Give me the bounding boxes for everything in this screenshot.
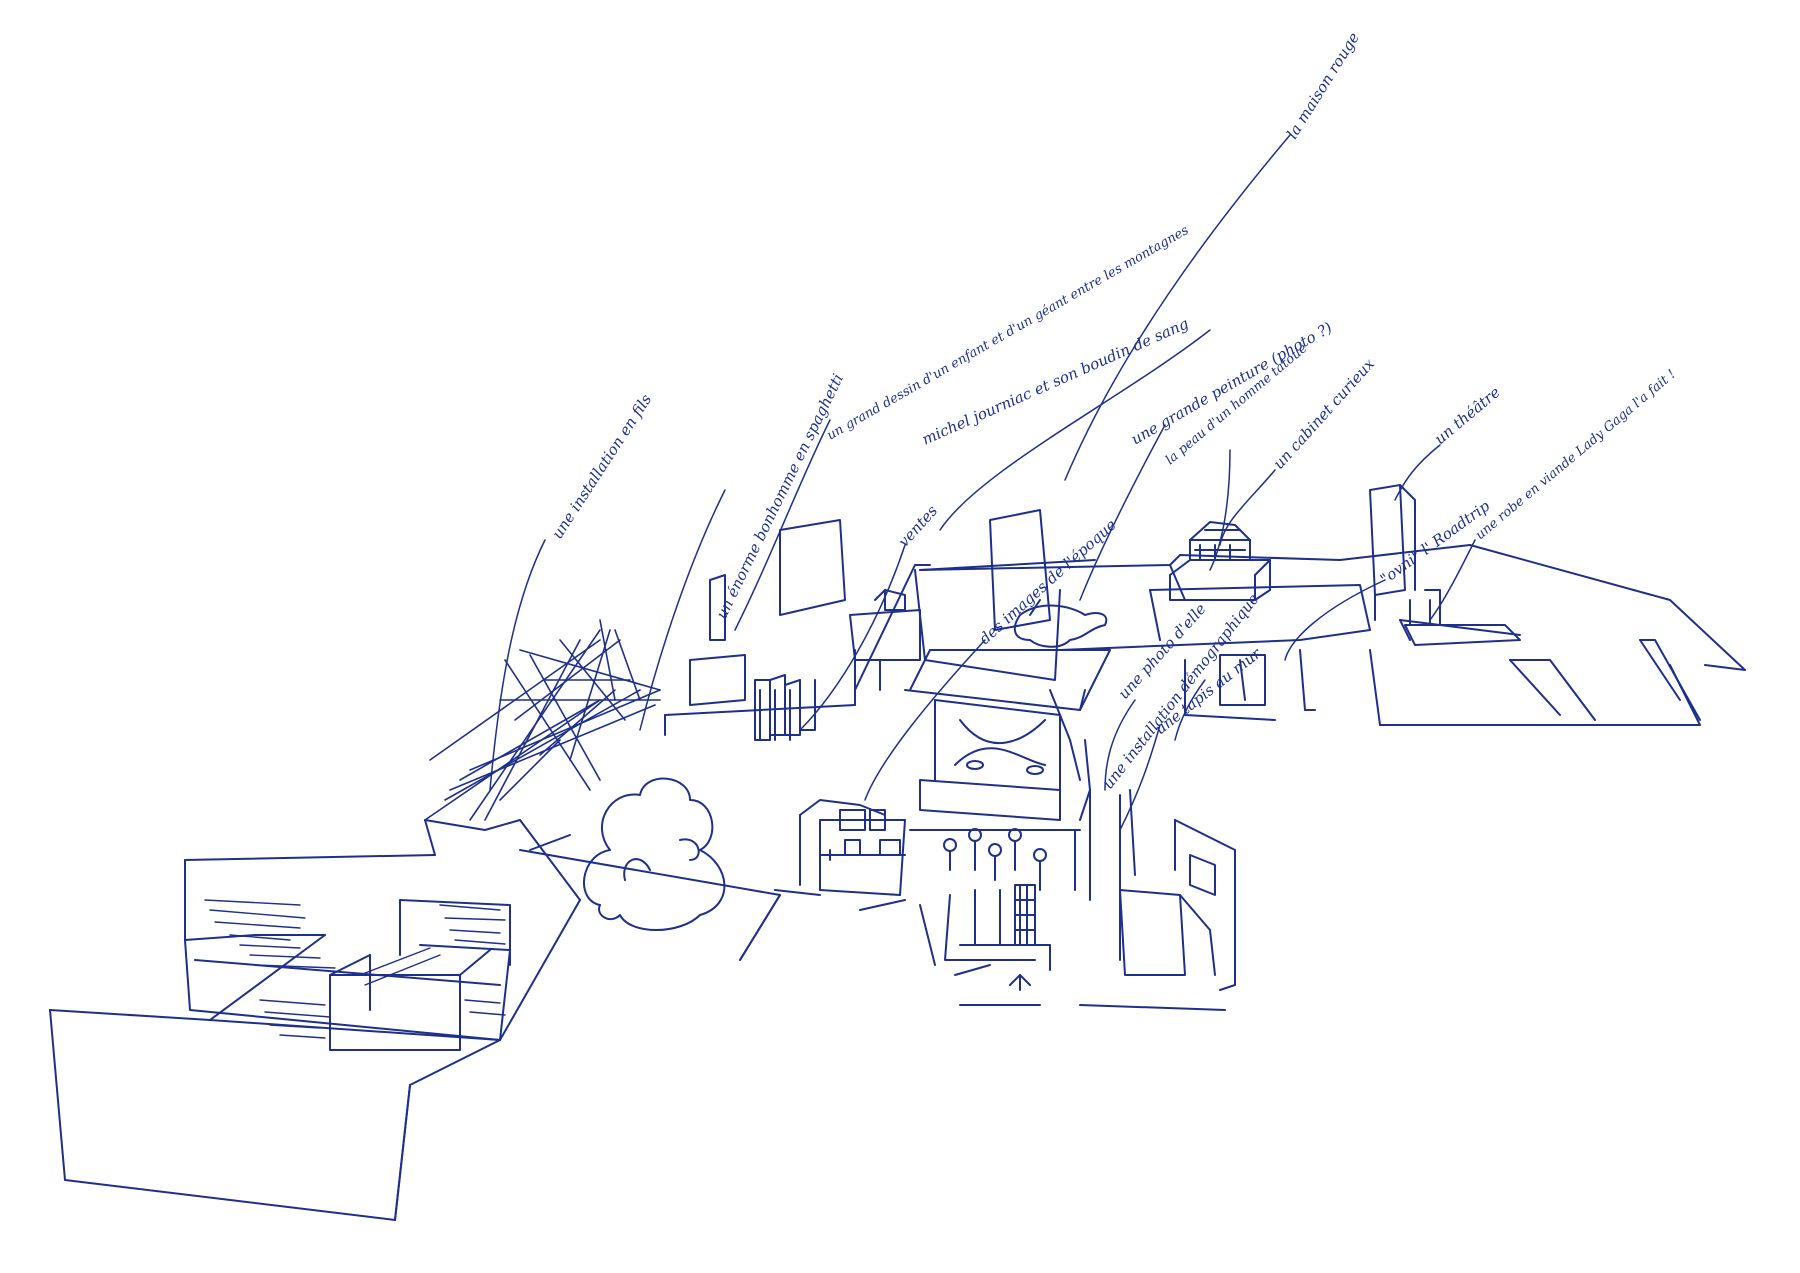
right-back-walls [1184, 649, 1316, 721]
tattooed-skin [1013, 599, 1108, 648]
front-platform [49, 934, 501, 1221]
right-lower-room [1079, 789, 1236, 1011]
leader-lines [489, 134, 1476, 831]
shop-area [774, 799, 906, 896]
label-robe-lady-gaga: une robe en viande Lady Gaga l'a fait ! [1473, 367, 1679, 543]
label-ventes: ventes [895, 502, 942, 551]
central-structure [904, 509, 1111, 901]
entrance-corridor [944, 884, 1051, 1006]
label-installation-fils: une installation en fils [548, 391, 655, 543]
right-floor [1339, 544, 1746, 726]
floor-edge [519, 849, 781, 961]
theatre-box [1369, 484, 1416, 621]
meat-dress-display [1404, 589, 1521, 646]
label-theatre: un théâtre [1431, 383, 1504, 448]
thread-installation [424, 619, 661, 821]
cabinet-house [1169, 521, 1271, 601]
left-wall [184, 819, 581, 1041]
front-floor-lines [739, 894, 936, 966]
ventes-stall [849, 589, 921, 691]
label-photo-elle: une photo d'elle [1115, 600, 1210, 703]
back-platform [919, 554, 1371, 651]
back-left-walls [664, 519, 931, 736]
pillars [754, 674, 816, 741]
hatched-bench [184, 899, 511, 1051]
annotations: la maison rouge michel journiac et son b… [548, 29, 1679, 792]
label-maison-rouge: la maison rouge [1283, 29, 1363, 142]
spaghetti-figure [583, 777, 726, 931]
label-roadtrip: "ovni" l' Roadtrip [1377, 497, 1494, 589]
lollipop-row [909, 828, 1081, 891]
